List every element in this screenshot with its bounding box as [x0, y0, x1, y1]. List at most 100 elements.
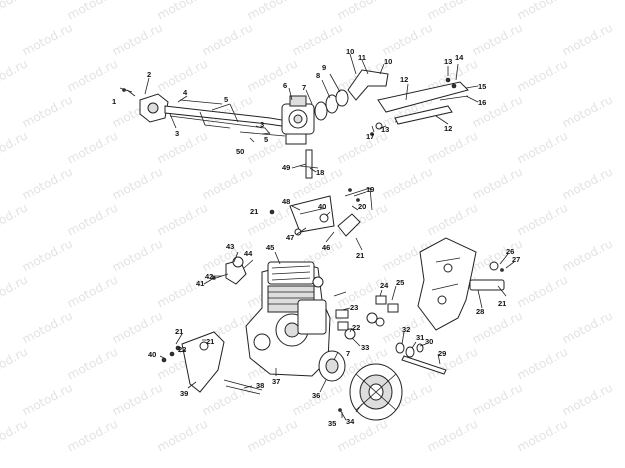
right-engine-mount: [366, 237, 505, 375]
carburetor-top: [289, 95, 307, 107]
callout-label: 17: [366, 132, 374, 141]
watermark-text: motod.ru: [335, 416, 390, 454]
watermark-text: motod.ru: [515, 272, 570, 310]
callout-label: 25: [396, 278, 404, 287]
watermark-text: motod.ru: [0, 200, 30, 238]
callout-label: 41: [196, 279, 204, 288]
watermark-text: motod.ru: [65, 416, 120, 454]
callout-label: 40: [148, 350, 156, 359]
watermark-text: motod.ru: [0, 416, 30, 454]
exhaust-port: [312, 276, 324, 288]
callout-label: 5: [224, 95, 228, 104]
bracket-assembly: [269, 187, 373, 237]
callout-label: 3: [260, 120, 264, 129]
callout-label: 27: [512, 255, 520, 264]
watermark-text: motod.ru: [560, 92, 615, 130]
leader-lines: [126, 53, 515, 418]
float-bowl: [285, 133, 307, 145]
watermark-text: motod.ru: [425, 0, 480, 23]
bolt: [161, 357, 167, 363]
callout-label: 20: [358, 202, 366, 211]
callout-label: 15: [478, 82, 486, 91]
callout-label: 21: [498, 299, 506, 308]
cylinder: [267, 285, 315, 313]
watermark-text: motod.ru: [20, 236, 75, 274]
watermark-text: motod.ru: [155, 128, 210, 166]
watermark-text: motod.ru: [470, 164, 525, 202]
callout-label: 7: [346, 349, 350, 358]
mount-plate: [337, 213, 361, 237]
watermark-text: motod.ru: [65, 0, 120, 23]
watermark-text: motod.ru: [515, 0, 570, 23]
watermark-text: motod.ru: [560, 380, 615, 418]
callout-label: 47: [286, 233, 294, 242]
callout-label: 50: [236, 147, 244, 156]
watermark-text: motod.ru: [0, 0, 30, 23]
watermark-text: motod.ru: [560, 20, 615, 58]
callout-label: 32: [402, 325, 410, 334]
watermark-text: motod.ru: [380, 20, 435, 58]
callout-label: 22: [352, 323, 360, 332]
watermark-text: motod.ru: [335, 128, 390, 166]
callout-label: 13: [444, 57, 452, 66]
bolt: [445, 77, 451, 83]
spacer: [375, 295, 387, 305]
watermark-text: motod.ru: [425, 416, 480, 454]
watermark-text: motod.ru: [560, 236, 615, 274]
watermark-text: motod.ru: [515, 416, 570, 454]
watermark-text: motod.ru: [65, 344, 120, 382]
callout-labels: 1 2 3 4 5 3 5 50 6 7 8 9 10 11 10 12 13 …: [112, 47, 520, 428]
callout-label: 21: [206, 337, 214, 346]
callout-label: 40: [318, 202, 326, 211]
clamp-ring: [335, 89, 349, 107]
long-bolt: [401, 355, 447, 375]
callout-label: 38: [256, 381, 264, 390]
callout-label: 18: [316, 168, 324, 177]
mount-bracket: [181, 331, 225, 393]
watermark-text: motod.ru: [380, 164, 435, 202]
watermark-text: motod.ru: [110, 380, 165, 418]
starter: [253, 333, 271, 351]
watermark-text: motod.ru: [335, 0, 390, 23]
watermark-text: motod.ru: [110, 20, 165, 58]
callout-label: 12: [444, 124, 452, 133]
callout-label: 33: [361, 343, 369, 352]
spacer: [387, 303, 399, 313]
callout-label: 30: [425, 337, 433, 346]
watermark-text: motod.ru: [0, 344, 30, 382]
callout-label: 36: [312, 391, 320, 400]
watermark-text: motod.ru: [290, 20, 345, 58]
side-cover: [297, 299, 327, 335]
watermark-text: motod.ru: [200, 164, 255, 202]
callout-label: 29: [438, 349, 446, 358]
boot-clamp: [147, 102, 159, 114]
watermark-text: motod.ru: [20, 380, 75, 418]
watermark-text: motod.ru: [515, 128, 570, 166]
intake-elbow: [347, 69, 389, 101]
fitting: [335, 309, 349, 319]
watermark-text: motod.ru: [155, 0, 210, 23]
watermark-text: motod.ru: [20, 164, 75, 202]
watermark-text: motod.ru: [110, 236, 165, 274]
callout-label: 1: [112, 97, 116, 106]
watermark-text: motod.ru: [0, 128, 30, 166]
watermark-text: motod.ru: [245, 416, 300, 454]
oil-seal: [344, 328, 356, 340]
watermark-text: motod.ru: [65, 128, 120, 166]
callout-label: 8: [316, 71, 320, 80]
callout-label: 42: [205, 272, 213, 281]
engine-block: [212, 256, 403, 421]
callout-label: 37: [272, 377, 280, 386]
callout-label: 22: [178, 345, 186, 354]
watermark-text: motod.ru: [470, 380, 525, 418]
watermark-text: motod.ru: [515, 200, 570, 238]
callout-label: 13: [381, 125, 389, 134]
callout-label: 21: [175, 327, 183, 336]
mount-pad: [469, 279, 505, 291]
callout-label: 49: [282, 163, 290, 172]
watermark-text: motod.ru: [155, 200, 210, 238]
callout-label: 44: [244, 249, 253, 258]
watermark-text: motod.ru: [200, 20, 255, 58]
